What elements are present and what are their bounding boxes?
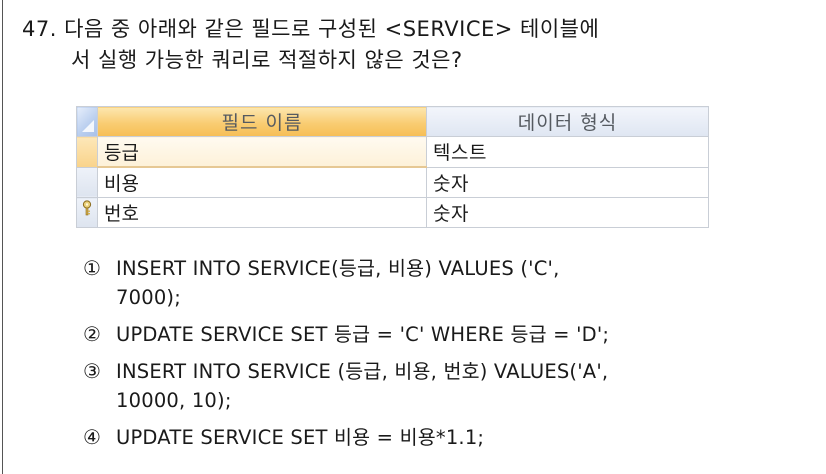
field-design-table: 필드 이름 데이터 형식 등급 텍스트 비용 숫자	[76, 106, 709, 228]
primary-key-icon	[82, 199, 92, 215]
data-type-cell[interactable]: 숫자	[426, 166, 709, 198]
option-marker: ①	[83, 256, 102, 280]
question-line-1: 47. 다음 중 아래와 같은 필드로 구성된 <SERVICE> 테이블에	[22, 14, 782, 45]
field-name-cell[interactable]: 등급	[97, 136, 427, 168]
page-left-border	[2, 0, 3, 474]
row-selector[interactable]	[76, 197, 98, 228]
option-text-line-1: UPDATE SERVICE SET 등급 = 'C' WHERE 등급 = '…	[116, 323, 610, 346]
data-type-cell[interactable]: 숫자	[426, 197, 709, 228]
row-selector[interactable]	[76, 136, 98, 168]
table-row[interactable]: 비용 숫자	[76, 166, 709, 198]
question-number: 47.	[22, 17, 57, 41]
option-text-line-2: 10000, 10);	[116, 389, 232, 412]
field-table-figure: 필드 이름 데이터 형식 등급 텍스트 비용 숫자	[76, 106, 709, 228]
column-header-field-name[interactable]: 필드 이름	[97, 106, 427, 137]
option-text-line-1: UPDATE SERVICE SET 비용 = 비용*1.1;	[116, 426, 485, 449]
answer-option-4[interactable]: ④ UPDATE SERVICE SET 비용 = 비용*1.1;	[83, 423, 803, 452]
option-text-line-2: 7000);	[116, 286, 182, 309]
column-header-data-type[interactable]: 데이터 형식	[426, 106, 709, 137]
option-marker: ④	[83, 425, 102, 449]
option-marker: ②	[83, 322, 102, 346]
question-text: 47. 다음 중 아래와 같은 필드로 구성된 <SERVICE> 테이블에 서…	[22, 14, 782, 76]
table-row[interactable]: 번호 숫자	[76, 197, 709, 228]
question-stem-line-1: 다음 중 아래와 같은 필드로 구성된 <SERVICE> 테이블에	[64, 17, 600, 41]
option-marker: ③	[83, 359, 102, 383]
table-row[interactable]: 등급 텍스트	[76, 136, 709, 168]
option-text-line-1: INSERT INTO SERVICE (등급, 비용, 번호) VALUES(…	[116, 360, 609, 383]
answer-option-3[interactable]: ③ INSERT INTO SERVICE (등급, 비용, 번호) VALUE…	[83, 357, 803, 415]
answer-option-1[interactable]: ① INSERT INTO SERVICE(등급, 비용) VALUES ('C…	[83, 254, 803, 312]
select-all-corner[interactable]	[76, 106, 98, 137]
table-header-row: 필드 이름 데이터 형식	[76, 106, 709, 137]
corner-triangle-icon	[82, 120, 94, 132]
answer-options: ① INSERT INTO SERVICE(등급, 비용) VALUES ('C…	[83, 254, 803, 460]
field-name-cell[interactable]: 번호	[97, 197, 427, 228]
option-text-line-1: INSERT INTO SERVICE(등급, 비용) VALUES ('C',	[116, 257, 560, 280]
field-name-cell[interactable]: 비용	[97, 166, 427, 198]
answer-option-2[interactable]: ② UPDATE SERVICE SET 등급 = 'C' WHERE 등급 =…	[83, 320, 803, 349]
data-type-cell[interactable]: 텍스트	[426, 136, 709, 168]
question-stem-line-2: 서 실행 가능한 쿼리로 적절하지 않은 것은?	[71, 48, 463, 72]
row-selector[interactable]	[76, 166, 98, 198]
